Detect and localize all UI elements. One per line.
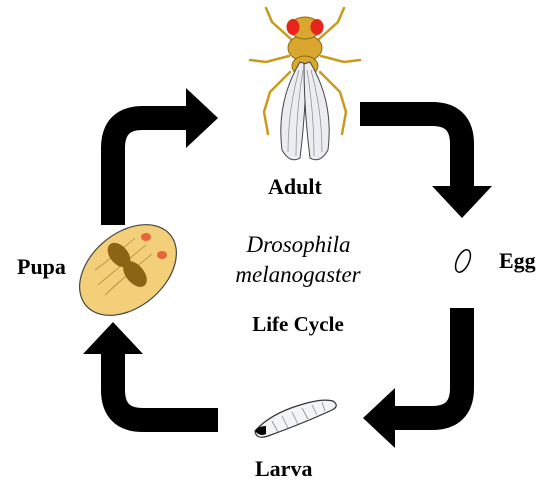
adult-fly-image: [250, 8, 360, 160]
egg-label: Egg: [499, 248, 536, 274]
larva-label: Larva: [255, 456, 312, 482]
arrow-adult-to-egg: [360, 114, 492, 218]
arrow-egg-to-larva: [363, 308, 462, 448]
arrow-larva-to-pupa: [83, 322, 218, 420]
pupa-label: Pupa: [17, 254, 66, 280]
arrow-pupa-to-adult: [113, 88, 218, 225]
species-name: melanogaster: [218, 262, 378, 288]
cycle-title: Life Cycle: [228, 312, 368, 337]
genus-name: Drosophila: [226, 232, 371, 258]
adult-label: Adult: [268, 174, 322, 200]
larva-image: [255, 400, 336, 437]
egg-image: [452, 248, 473, 275]
pupa-image: [62, 206, 194, 333]
